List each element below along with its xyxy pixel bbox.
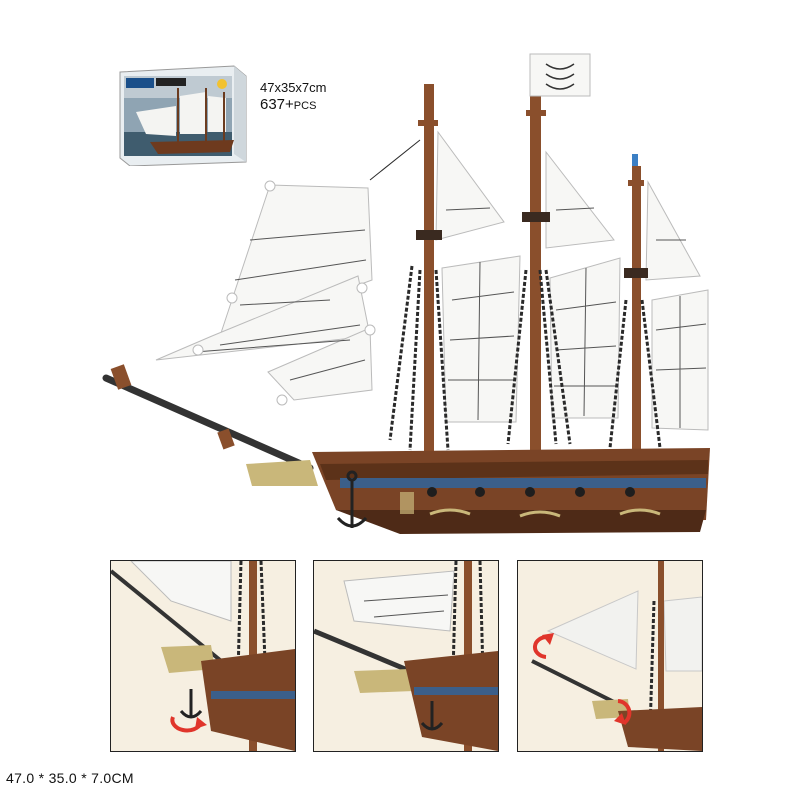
detail-panel-anchor xyxy=(110,560,296,752)
anchor-icon xyxy=(179,689,203,719)
detail-panel-bowsprit-rotation xyxy=(517,560,703,752)
detail-bowsprit-illustration xyxy=(531,561,702,751)
ship-model-main-image xyxy=(102,53,710,534)
detail-bow-illustration xyxy=(314,561,498,751)
pieces-unit: PCS xyxy=(293,100,317,112)
rotate-arrow-icon xyxy=(533,633,554,659)
rotate-arrow-icon xyxy=(170,716,207,733)
bowsprit xyxy=(102,364,314,472)
anchor-icon xyxy=(336,470,368,528)
flag-icon xyxy=(529,53,638,166)
product-box-illustration xyxy=(119,65,247,167)
rigging-chains xyxy=(369,139,662,451)
jib-sails xyxy=(155,180,376,406)
detail-anchor-illustration xyxy=(111,561,295,751)
product-dimensions-label: 47x35x7cm xyxy=(260,80,327,95)
rotate-arrow-icon xyxy=(614,699,632,725)
anchor-icon xyxy=(420,701,444,731)
footer-dimensions: 47.0 * 35.0 * 7.0CM xyxy=(6,770,134,786)
product-pieces-label: 637+PCS xyxy=(260,96,316,113)
pieces-number: 637+ xyxy=(260,96,294,113)
detail-panel-bow xyxy=(313,560,499,752)
masts xyxy=(416,76,648,466)
main-sails xyxy=(435,130,709,431)
ship-hull xyxy=(246,448,710,534)
product-box-image xyxy=(116,62,250,167)
